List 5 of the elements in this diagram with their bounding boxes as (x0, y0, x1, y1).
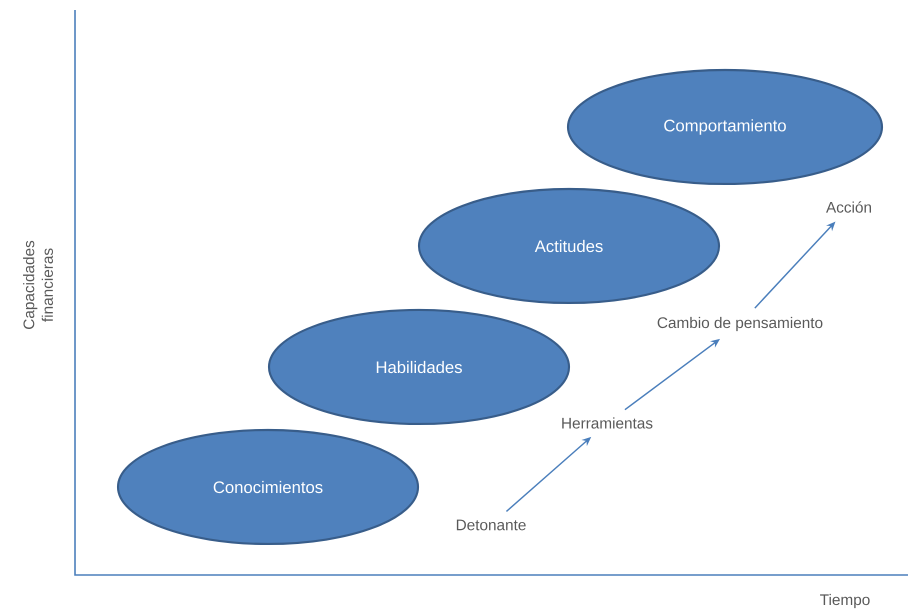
step-label: Acción (826, 201, 871, 213)
axis-title: Tiempo (820, 594, 870, 608)
step-label: Cambio de pensamiento (658, 316, 822, 332)
axis-title: Capacidades financieras (23, 240, 53, 329)
step-label: Detonante (456, 520, 526, 530)
